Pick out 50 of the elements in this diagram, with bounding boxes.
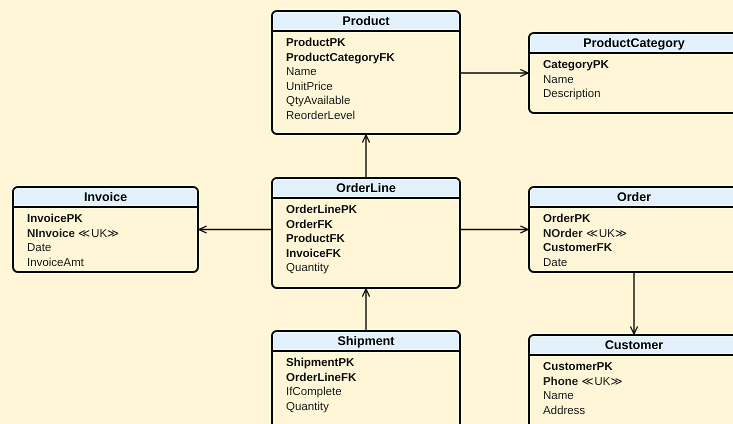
table-name: Invoice <box>14 188 197 208</box>
key-attribute: ProductPK <box>286 36 346 51</box>
arrow <box>630 273 638 335</box>
table-name: OrderLine <box>273 179 459 199</box>
attribute: Name <box>543 72 574 88</box>
table-name: Customer <box>530 336 733 356</box>
key-attribute: CustomerFK <box>543 241 612 256</box>
attribute: Date <box>27 241 52 256</box>
table-name: Product <box>273 12 459 32</box>
table-name: Shipment <box>273 332 459 352</box>
entity-table <box>12 186 199 273</box>
key-attribute: CategoryPK <box>543 58 609 73</box>
key-attribute: CustomerPK <box>543 360 613 375</box>
table-name: Order <box>530 188 733 208</box>
key-attribute: OrderLinePK <box>286 203 357 218</box>
key-attribute: OrderFK <box>286 218 333 232</box>
key-attribute: ProductCategoryFK <box>286 50 395 66</box>
entity-table <box>528 186 733 273</box>
attribute: Date <box>543 256 568 270</box>
attribute: NInvoice ≪UK≫ <box>27 226 120 242</box>
attribute: Name <box>543 389 574 404</box>
key-attribute: ShipmentPK <box>286 356 354 371</box>
entity-table <box>271 10 461 135</box>
attribute: Quantity <box>286 400 329 414</box>
attribute: Quantity <box>286 261 329 276</box>
attribute: Description <box>543 87 601 102</box>
arrow <box>461 68 529 78</box>
table-name: ProductCategory <box>530 34 733 54</box>
entity-table <box>271 330 461 424</box>
attribute: ReorderLevel <box>286 108 356 124</box>
arrow <box>362 134 370 177</box>
attribute: IfComplete <box>286 385 342 400</box>
arrow <box>362 288 370 330</box>
key-attribute: InvoiceFK <box>286 246 341 262</box>
attribute: UnitPrice <box>286 80 333 94</box>
key-attribute: ProductFK <box>286 232 345 247</box>
key-attribute: OrderLineFK <box>286 370 356 386</box>
key-attribute: OrderPK <box>543 212 590 227</box>
key-attribute: InvoicePK <box>27 212 83 227</box>
attribute: InvoiceAmt <box>27 256 84 270</box>
attribute: Phone ≪UK≫ <box>543 374 624 390</box>
attribute: Address <box>543 404 586 418</box>
attribute: QtyAvailable <box>286 94 350 109</box>
entity-table <box>528 334 733 424</box>
arrow <box>198 225 271 234</box>
entity-table <box>271 177 461 289</box>
entity-table <box>528 32 733 114</box>
arrow <box>461 225 529 234</box>
attribute: NOrder ≪UK≫ <box>543 226 628 242</box>
attribute: Name <box>286 65 317 80</box>
